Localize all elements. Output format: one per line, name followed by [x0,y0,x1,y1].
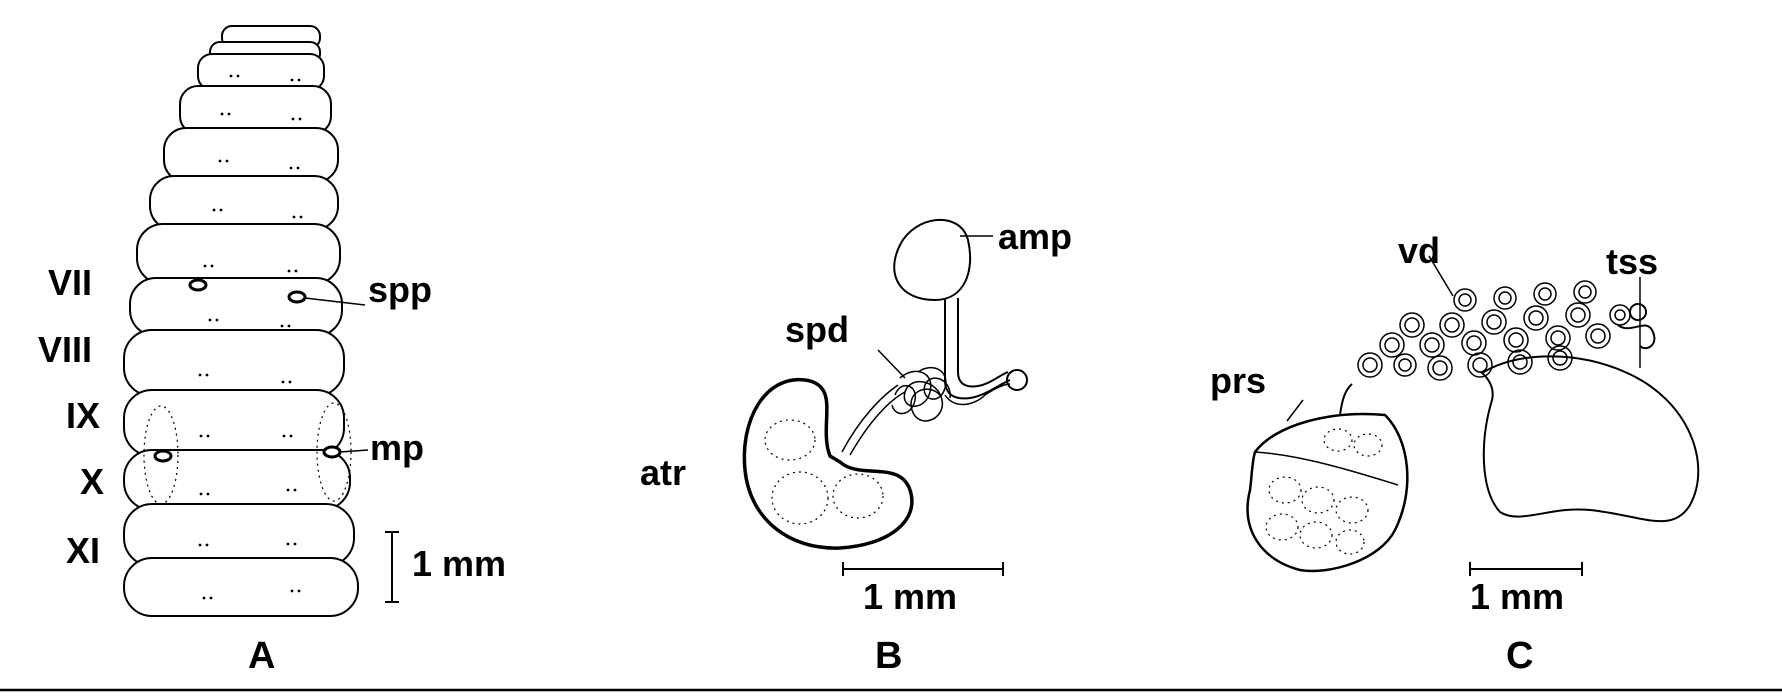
panel-b: amp spd atr 1 mm B [640,216,1072,677]
segment-label-vii: VII [48,262,92,303]
scale-bar-a [385,531,399,603]
prostate-texture [1265,428,1383,555]
male-pore-right [322,445,342,459]
scale-label-b: 1 mm [863,576,957,617]
testis-sac [1480,355,1700,523]
segment-vii [129,277,343,337]
atr-label: atr [640,452,686,493]
segment-label-ix: IX [66,395,100,436]
segment-iii [197,53,325,91]
mp-leader-line [339,449,369,453]
worm-body [123,25,359,617]
scale-bar-b [842,562,1004,576]
male-pore-left [153,449,173,463]
segment-label-x: X [80,461,104,502]
spermathecal-pore-right [287,290,307,304]
vd-label: vd [1398,230,1440,271]
panel-label-c: C [1506,635,1533,677]
atrium-inner-outlines [764,419,884,525]
segment-label-viii: VIII [38,329,92,370]
vas-deferens-coils [1357,280,1631,381]
mp-label: mp [370,427,424,468]
spp-label: spp [368,269,432,310]
panel-c: vd tss prs 1 mm C [1210,230,1700,677]
prostate [1246,412,1409,573]
porophore-left [143,405,179,505]
atrium [742,378,914,550]
spd-leader-line [877,349,906,379]
prostate-division [1254,451,1399,486]
vas-deferens-tail [1617,324,1656,350]
prs-label: prs [1210,360,1266,401]
spermathecal-duct-coils [891,367,1011,422]
segment-ix [123,389,345,457]
scale-label-a: 1 mm [412,543,506,584]
spd-label: spd [785,309,849,350]
scale-label-c: 1 mm [1470,576,1564,617]
amp-label: amp [998,216,1072,257]
spermathecal-pore-left [188,278,208,292]
vas-deferens-end-loop [1629,303,1647,321]
prostatic-duct [1339,383,1353,416]
segment-viii [123,329,345,397]
prs-leader-line [1286,399,1304,422]
panel-a: VII VIII IX X XI spp mp 1 mm A [38,25,506,677]
setae-dots [198,74,303,600]
segment-xi [123,503,355,567]
ampulla-duct-outer [944,298,1011,400]
ampulla-duct-inner [957,298,1009,388]
spermathecal-duct [849,391,906,456]
tss-label: tss [1606,241,1658,282]
segment-label-xi: XI [66,530,100,571]
spp-leader-line [304,297,366,306]
segment-v [163,127,339,183]
spermathecal-duct-outer [841,384,899,453]
panel-label-b: B [875,635,902,677]
vd-leader-line [1428,255,1454,297]
panel-label-a: A [248,635,275,677]
segment-vii-upper [136,223,341,285]
segment-iv [179,85,332,135]
porophore-right [316,402,352,502]
segment-vi [149,175,339,231]
segment-xii [123,557,359,617]
diverticulum-loop [1006,369,1028,391]
ampulla [893,218,972,302]
scale-bar-c [1469,562,1583,576]
